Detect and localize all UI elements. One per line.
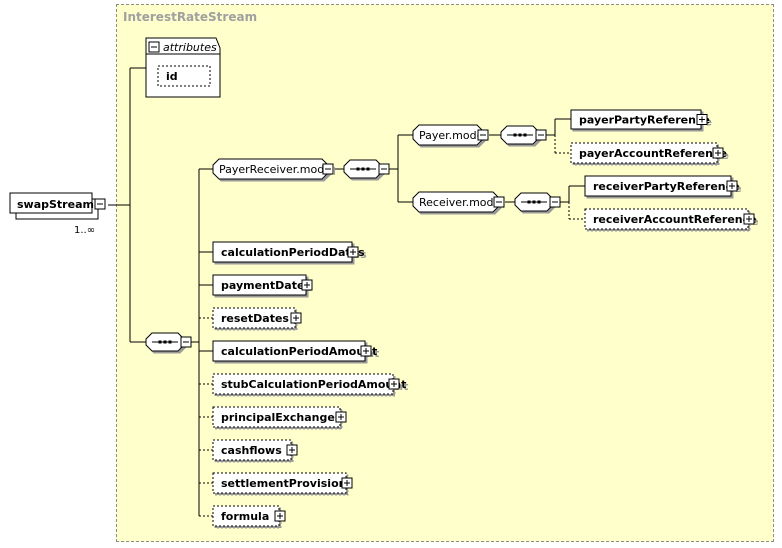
payer-account-reference-label: payerAccountReference bbox=[579, 147, 727, 160]
expand-plus-icon[interactable] bbox=[743, 213, 755, 225]
swap-stream-element[interactable]: swapStream bbox=[9, 192, 99, 220]
payer-party-reference[interactable]: payerPartyReference bbox=[570, 109, 710, 130]
expand-plus-icon[interactable] bbox=[696, 114, 708, 125]
payer-sequence[interactable] bbox=[500, 125, 540, 145]
cashflows-label: cashflows bbox=[221, 444, 282, 457]
principal-exchanges-label: principalExchanges bbox=[221, 411, 342, 424]
expand-plus-icon[interactable] bbox=[301, 279, 313, 291]
expand-plus-icon[interactable] bbox=[335, 411, 347, 423]
receiver-sequence[interactable] bbox=[514, 192, 554, 212]
formula-label: formula bbox=[221, 510, 269, 523]
calculation-period-dates[interactable]: calculationPeriodDates bbox=[212, 241, 365, 263]
receiver-party-reference-label: receiverPartyReference bbox=[593, 180, 740, 193]
collapse-minus-icon[interactable] bbox=[378, 163, 390, 175]
swap-stream-label: swapStream bbox=[17, 198, 94, 211]
reset-dates[interactable]: resetDates bbox=[212, 307, 296, 329]
receiver-model-group-label: Receiver.model bbox=[419, 196, 503, 209]
settlement-provision-label: settlementProvision bbox=[221, 477, 346, 490]
collapse-minus-icon[interactable] bbox=[180, 336, 192, 348]
expand-plus-icon[interactable] bbox=[712, 147, 724, 159]
expand-plus-icon[interactable] bbox=[286, 444, 298, 456]
receiver-model-group[interactable]: Receiver.model bbox=[412, 191, 503, 213]
attributes-label: attributes bbox=[163, 41, 217, 54]
calculation-period-amount[interactable]: calculationPeriodAmount bbox=[212, 340, 377, 362]
attributes-collapse-icon[interactable] bbox=[148, 41, 160, 53]
calculation-period-amount-label: calculationPeriodAmount bbox=[221, 345, 377, 358]
stub-calculation-period-amount[interactable]: stubCalculationPeriodAmount bbox=[212, 373, 406, 395]
receiver-account-reference-label: receiverAccountReference bbox=[593, 213, 757, 226]
expand-plus-icon[interactable] bbox=[388, 378, 400, 390]
swap-stream-cardinality: 1..∞ bbox=[74, 225, 95, 236]
calculation-period-dates-label: calculationPeriodDates bbox=[221, 246, 365, 259]
reset-dates-label: resetDates bbox=[221, 312, 289, 325]
attribute-id[interactable]: id bbox=[157, 65, 211, 87]
payer-model-group-label: Payer.model bbox=[419, 129, 486, 142]
receiver-party-reference[interactable]: receiverPartyReference bbox=[584, 175, 740, 197]
payer-party-reference-label: payerPartyReference bbox=[579, 114, 710, 127]
expand-plus-icon[interactable] bbox=[360, 345, 372, 357]
principal-exchanges[interactable]: principalExchanges bbox=[212, 406, 342, 428]
main-sequence-compositor[interactable] bbox=[145, 332, 185, 352]
formula[interactable]: formula bbox=[212, 505, 280, 527]
payer-account-reference[interactable]: payerAccountReference bbox=[570, 142, 727, 164]
expand-plus-icon[interactable] bbox=[347, 246, 359, 258]
collapse-minus-icon[interactable] bbox=[493, 196, 505, 208]
expand-plus-icon[interactable] bbox=[274, 510, 286, 522]
payer-receiver-model-group[interactable]: PayerReceiver.model bbox=[212, 158, 334, 180]
schema-nodes: PayerReceiver.model Payer.modelReceiver.m… bbox=[145, 109, 757, 527]
collapse-minus-icon[interactable] bbox=[322, 163, 334, 175]
group-title: InterestRateStream bbox=[123, 10, 258, 24]
collapse-minus-icon[interactable] bbox=[549, 196, 561, 208]
payer-receiver-model-group-label: PayerReceiver.model bbox=[219, 163, 334, 176]
payer-receiver-sequence[interactable] bbox=[343, 159, 383, 179]
stub-calculation-period-amount-label: stubCalculationPeriodAmount bbox=[221, 378, 406, 391]
collapse-minus-icon[interactable] bbox=[477, 129, 489, 141]
payment-dates[interactable]: paymentDates bbox=[212, 274, 311, 296]
receiver-account-reference[interactable]: receiverAccountReference bbox=[584, 208, 757, 230]
optional-connector-lines bbox=[199, 135, 585, 517]
settlement-provision[interactable]: settlementProvision bbox=[212, 472, 347, 494]
payer-model-group[interactable]: Payer.model bbox=[412, 124, 486, 146]
payment-dates-label: paymentDates bbox=[221, 279, 311, 292]
collapse-minus-icon[interactable] bbox=[535, 129, 547, 141]
expand-plus-icon[interactable] bbox=[726, 180, 738, 192]
expand-plus-icon[interactable] bbox=[341, 477, 353, 489]
swap-stream-collapse-icon[interactable] bbox=[94, 198, 106, 210]
connector-lines bbox=[108, 67, 585, 516]
expand-plus-icon[interactable] bbox=[290, 312, 302, 324]
svg-text:id: id bbox=[166, 70, 178, 83]
cashflows[interactable]: cashflows bbox=[212, 439, 292, 461]
